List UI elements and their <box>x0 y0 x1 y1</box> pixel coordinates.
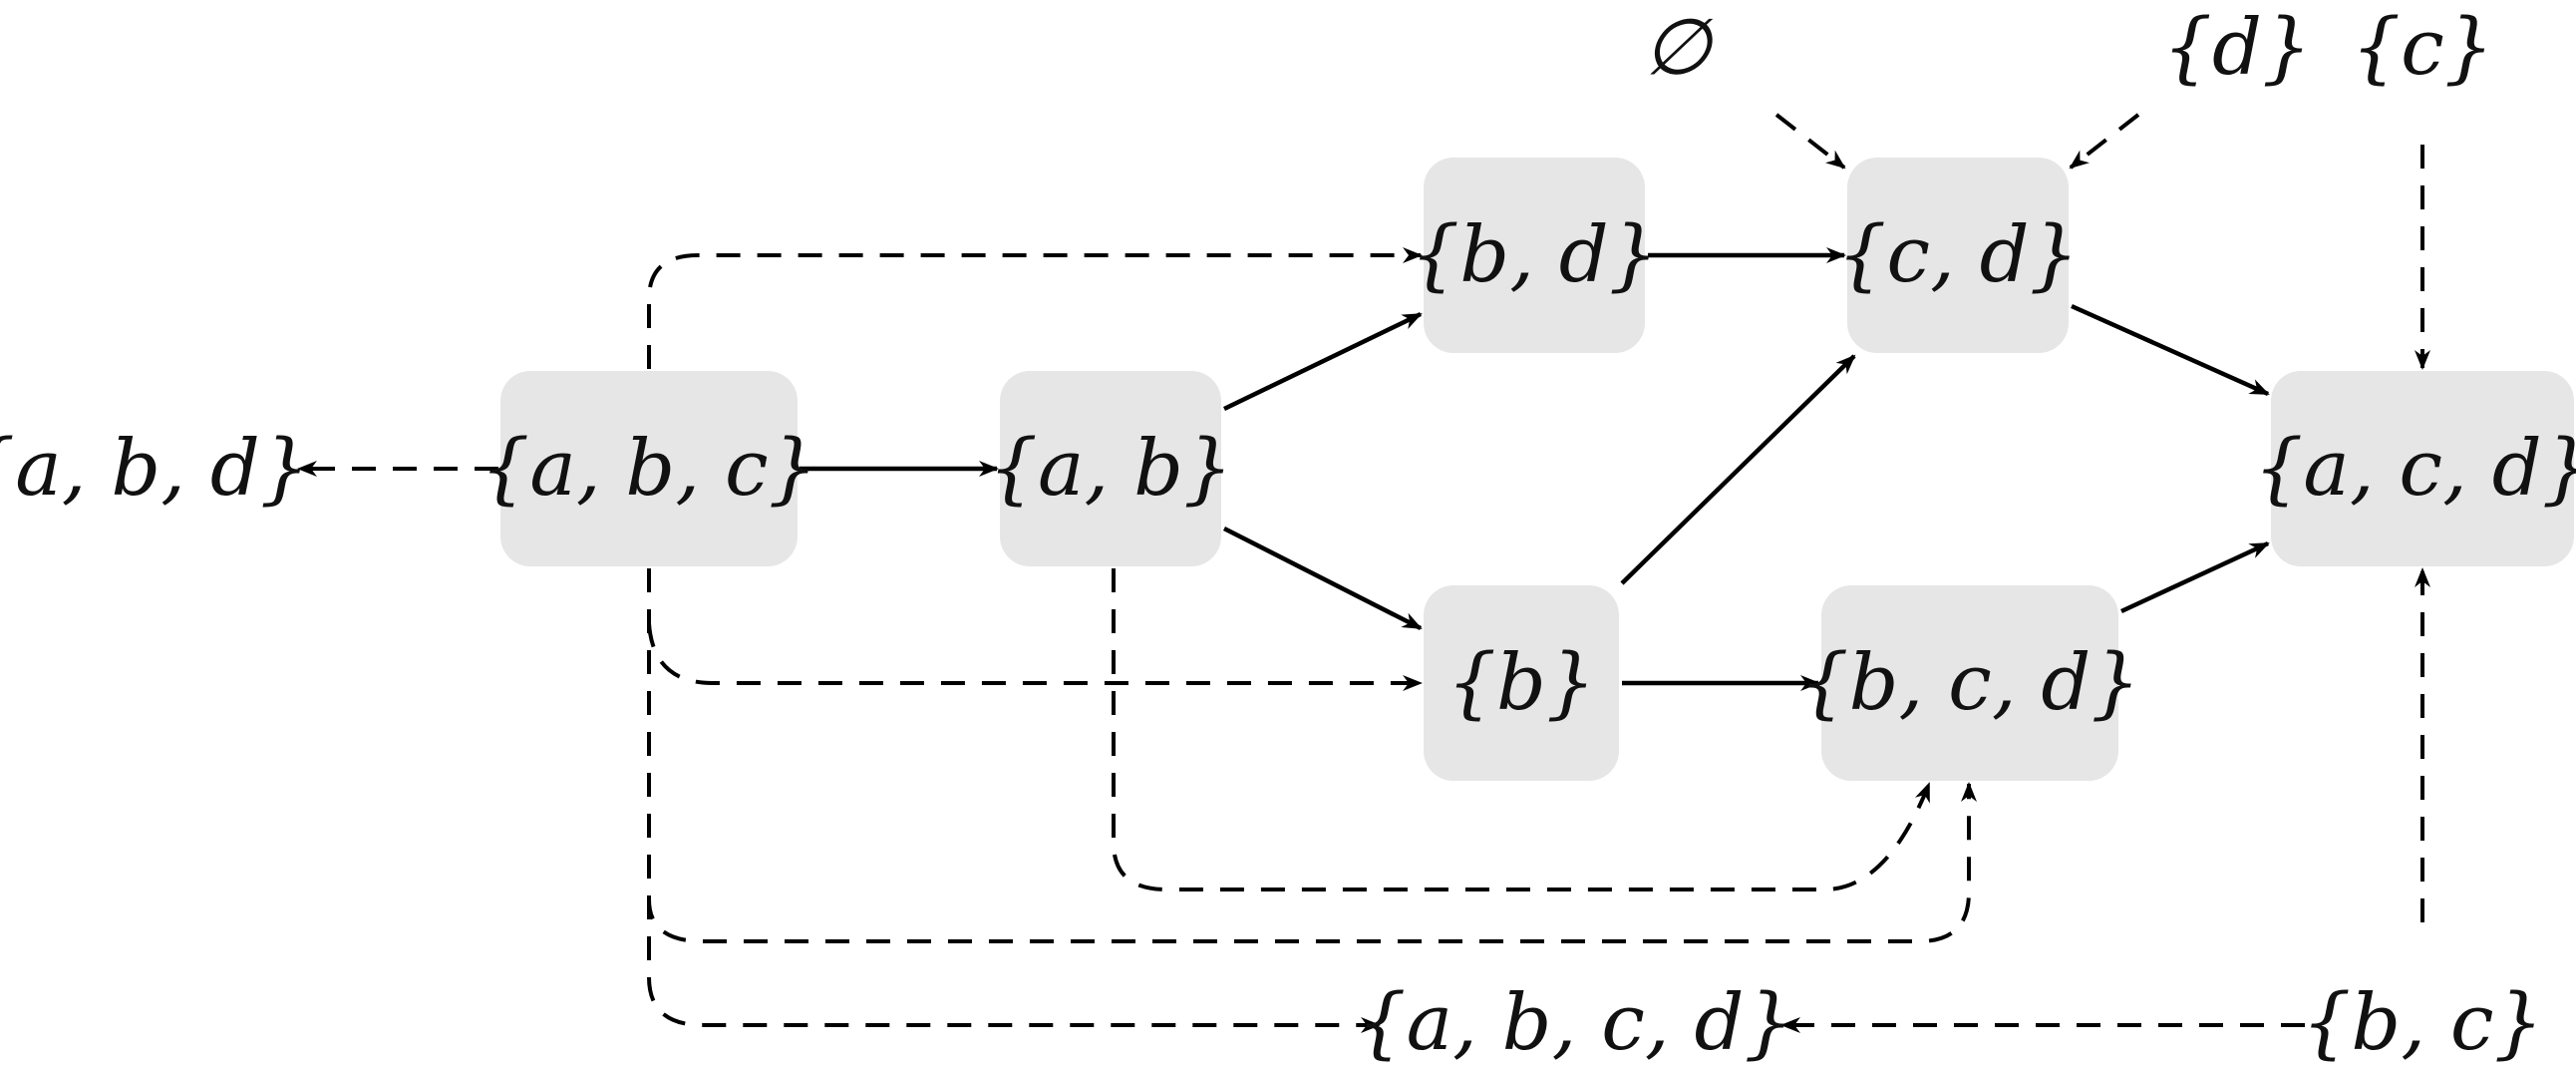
node-label-acd: {a, c, d} <box>2254 424 2576 514</box>
edge-abc-to-bd <box>647 247 1423 369</box>
node-label-abd: {a, b, d} <box>0 424 309 514</box>
node-label-bc: {b, c} <box>2302 978 2543 1066</box>
edge-abc-to-abcd <box>647 568 1381 1033</box>
node-label-bd: {b, d} <box>1411 210 1659 300</box>
edge-d-to-cd <box>2069 113 2140 170</box>
edge-abc-to-b <box>647 622 1423 691</box>
edge-b-to-cd <box>1620 354 1856 585</box>
node-box-acd <box>2271 371 2574 566</box>
edge-empty-to-cd <box>1774 113 1846 170</box>
node-box-bcd <box>1821 585 2118 781</box>
node-label-b: {b} <box>1447 638 1595 728</box>
node-box-cd <box>1847 158 2069 353</box>
edge-bcd-to-acd <box>2120 540 2270 614</box>
edge-ab-to-bd <box>1223 311 1423 412</box>
node-label-c: {c} <box>2352 3 2494 93</box>
node-box-abc <box>500 371 798 566</box>
node-label-cd: {c, d} <box>1837 210 2079 300</box>
node-box-b <box>1424 585 1619 781</box>
edge-cd-to-acd <box>2071 303 2270 397</box>
node-box-bd <box>1424 158 1645 353</box>
node-label-empty: ∅ <box>1643 3 1714 93</box>
node-label-abcd: {a, b, c, d} <box>1357 978 1793 1066</box>
edge-abc-to-bcd <box>647 568 1977 943</box>
node-label-abc: {a, b, c} <box>481 424 818 514</box>
node-box-ab <box>1000 371 1221 566</box>
node-label-bcd: {b, c, d} <box>1799 638 2140 728</box>
node-label-d: {d} <box>2162 3 2311 93</box>
edge-ab-to-b <box>1222 526 1423 631</box>
node-label-ab: {a, b} <box>988 424 1232 514</box>
edge-ab-to-bcd <box>1112 568 1931 891</box>
